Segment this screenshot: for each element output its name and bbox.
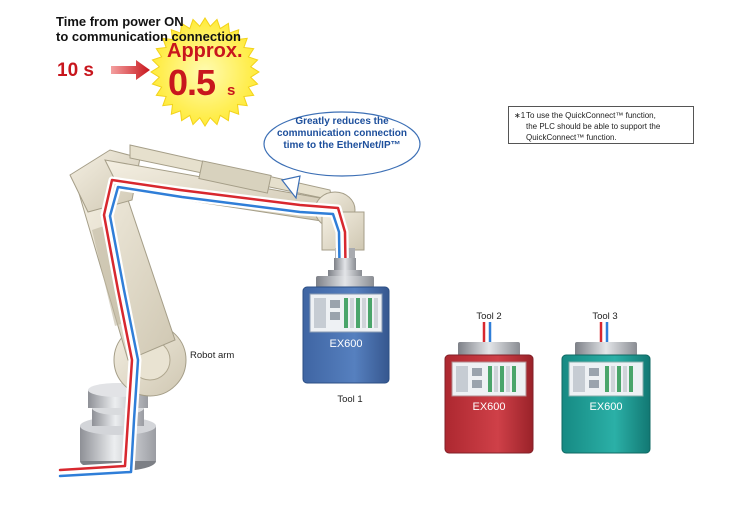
tool3-module	[561, 322, 651, 454]
arrow-right-icon	[111, 60, 150, 80]
footnote-box: ∗1 To use the QuickConnect™ function, th…	[508, 106, 694, 144]
footnote-line2: the PLC should be able to support the	[526, 122, 661, 131]
footnote-mark: ∗1	[514, 111, 526, 120]
tool1-label: Tool 1	[337, 394, 362, 405]
robot-base	[80, 383, 156, 471]
tool1-device-label: EX600	[329, 338, 362, 350]
callout-line1: Greatly reduces the	[295, 116, 389, 127]
header-line1: Time from power ON	[56, 14, 184, 29]
speech-bubble	[263, 111, 421, 200]
callout-line2: communication connection	[276, 128, 407, 139]
before-time-value: 10 s	[57, 60, 94, 81]
header-line2: to communication connection	[56, 29, 241, 44]
cable-red	[56, 176, 350, 474]
callout-line3: time to the EtherNet/IP™	[283, 140, 401, 151]
tool3-device-label: EX600	[589, 401, 622, 413]
tool3-label: Tool 3	[592, 311, 617, 322]
tool2-device-label: EX600	[472, 401, 505, 413]
after-time-value: 0.5	[168, 62, 216, 103]
tool1-module	[302, 258, 390, 384]
callout-text: Greatly reduces the communication connec…	[262, 116, 422, 152]
tool2-module	[444, 322, 534, 454]
robot-arm-label: Robot arm	[190, 350, 234, 361]
after-time-prefix: Approx.	[167, 40, 243, 62]
cable-blue	[56, 183, 344, 480]
footnote-line3: QuickConnect™ function.	[526, 133, 617, 142]
tool2-label: Tool 2	[476, 311, 501, 322]
footnote-line1: To use the QuickConnect™ function,	[526, 111, 656, 120]
after-time-unit: s	[227, 82, 236, 99]
starburst-badge	[150, 17, 260, 127]
